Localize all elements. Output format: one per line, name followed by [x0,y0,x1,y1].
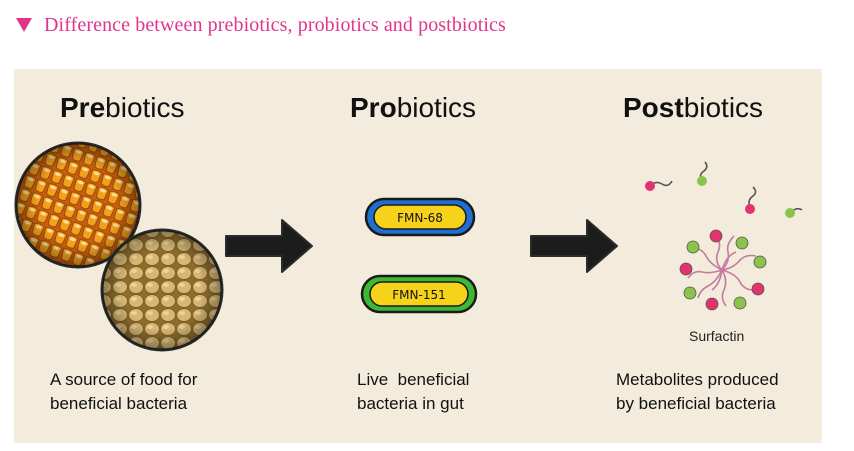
prebiotics-title: Prebiotics [60,92,185,123]
section-title: Difference between prebiotics, probiotic… [44,13,506,36]
right-arrow-icon [225,219,313,273]
molecule-head [785,208,795,218]
bacterium-label: FMN-68 [397,211,443,225]
molecule-head [645,181,655,191]
probiotics-caption: Live beneficial bacteria in gut [357,370,470,413]
down-triangle-icon [16,18,32,32]
surfactin-micelle [679,229,767,311]
surfactin-label: Surfactin [689,328,745,344]
section-header: Difference between prebiotics, probiotic… [14,10,506,40]
soybeans-image [100,228,224,352]
prebiotics-caption: A source of food for beneficial bacteria [50,370,198,413]
molecule-head [697,176,707,186]
postbiotics-title: Postbiotics [623,92,764,123]
corn-kernels-image [14,141,142,269]
bacterium-fmn-68: FMN-68 [364,197,476,237]
molecule-head [745,204,755,214]
probiotics-title: Probiotics [350,92,477,123]
free-molecules [649,161,803,212]
bacterium-label: FMN-151 [392,288,445,302]
right-arrow-icon [530,219,618,273]
bacterium-fmn-151: FMN-151 [360,274,478,314]
postbiotics-caption: Metabolites produced by beneficial bacte… [616,370,779,413]
